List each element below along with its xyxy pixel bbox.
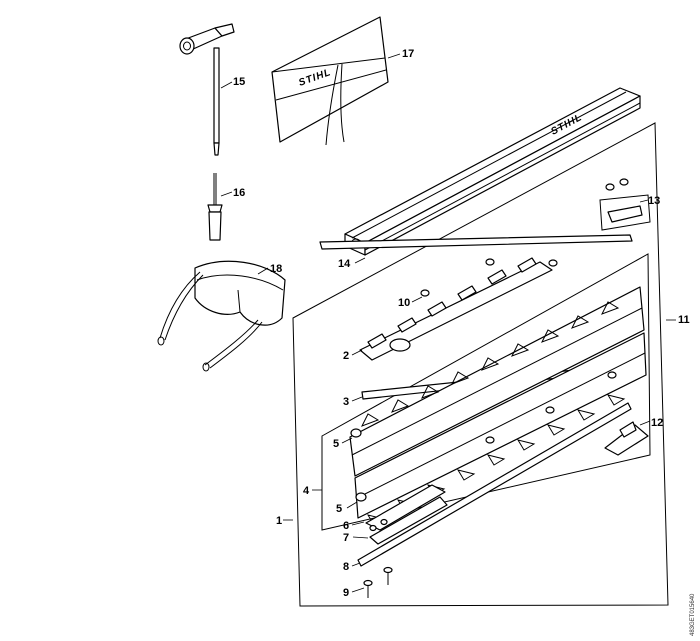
callout-12: 12 [651, 417, 663, 429]
leader-8 [351, 562, 361, 567]
part-2-drive-plate [359, 257, 558, 361]
leader-3 [351, 396, 363, 402]
callout-13: 13 [648, 195, 660, 207]
leader-14 [354, 257, 366, 264]
leader-15 [220, 81, 233, 89]
part-12-end-cap [604, 421, 649, 456]
part-15-combination-wrench [179, 23, 235, 156]
callout-2: 2 [343, 350, 349, 362]
callout-3: 3 [343, 396, 349, 408]
callout-1: 1 [276, 515, 282, 527]
part-6-7-guide-plates [365, 484, 448, 545]
part-13-bracket [599, 178, 651, 231]
leader-6 [351, 521, 365, 526]
callout-5-upper: 5 [333, 438, 339, 450]
leader-12 [639, 420, 651, 426]
callout-16: 16 [233, 187, 245, 199]
callout-5-lower: 5 [336, 503, 342, 515]
top-strip [319, 234, 633, 250]
part-16-screwdriver [207, 173, 223, 241]
leader-16 [220, 191, 233, 197]
leader-9 [351, 587, 365, 593]
callout-17: 17 [402, 48, 414, 60]
callout-9: 9 [343, 587, 349, 599]
part-9-screws [363, 566, 393, 598]
callout-7: 7 [343, 532, 349, 544]
assembly-frame-4 [321, 253, 651, 531]
part-8-bottom-strip [357, 402, 632, 567]
part-17-tool-pouch: STIHL [271, 16, 389, 146]
leader-2 [351, 349, 363, 356]
leader-5a [341, 437, 353, 444]
callout-8: 8 [343, 561, 349, 573]
callout-4: 4 [303, 485, 310, 497]
callout-10: 10 [398, 297, 410, 309]
leader-10 [411, 296, 423, 303]
leader-17 [387, 53, 401, 59]
leader-18 [257, 267, 269, 275]
callout-15: 15 [233, 76, 245, 88]
leader-7 [352, 536, 369, 539]
callout-18: 18 [270, 263, 282, 275]
callout-14: 14 [338, 258, 351, 270]
callout-6: 6 [343, 520, 349, 532]
part-14-blade-scabbard: STIHL [344, 87, 641, 256]
leader-13 [639, 199, 649, 203]
callout-11: 11 [678, 314, 690, 326]
assembly-frame-1 [292, 122, 669, 607]
reference-code: 483GET015640 [690, 593, 696, 636]
leader-5b [346, 501, 358, 509]
part-18-safety-glasses [157, 260, 286, 372]
cutting-blades [349, 286, 647, 526]
